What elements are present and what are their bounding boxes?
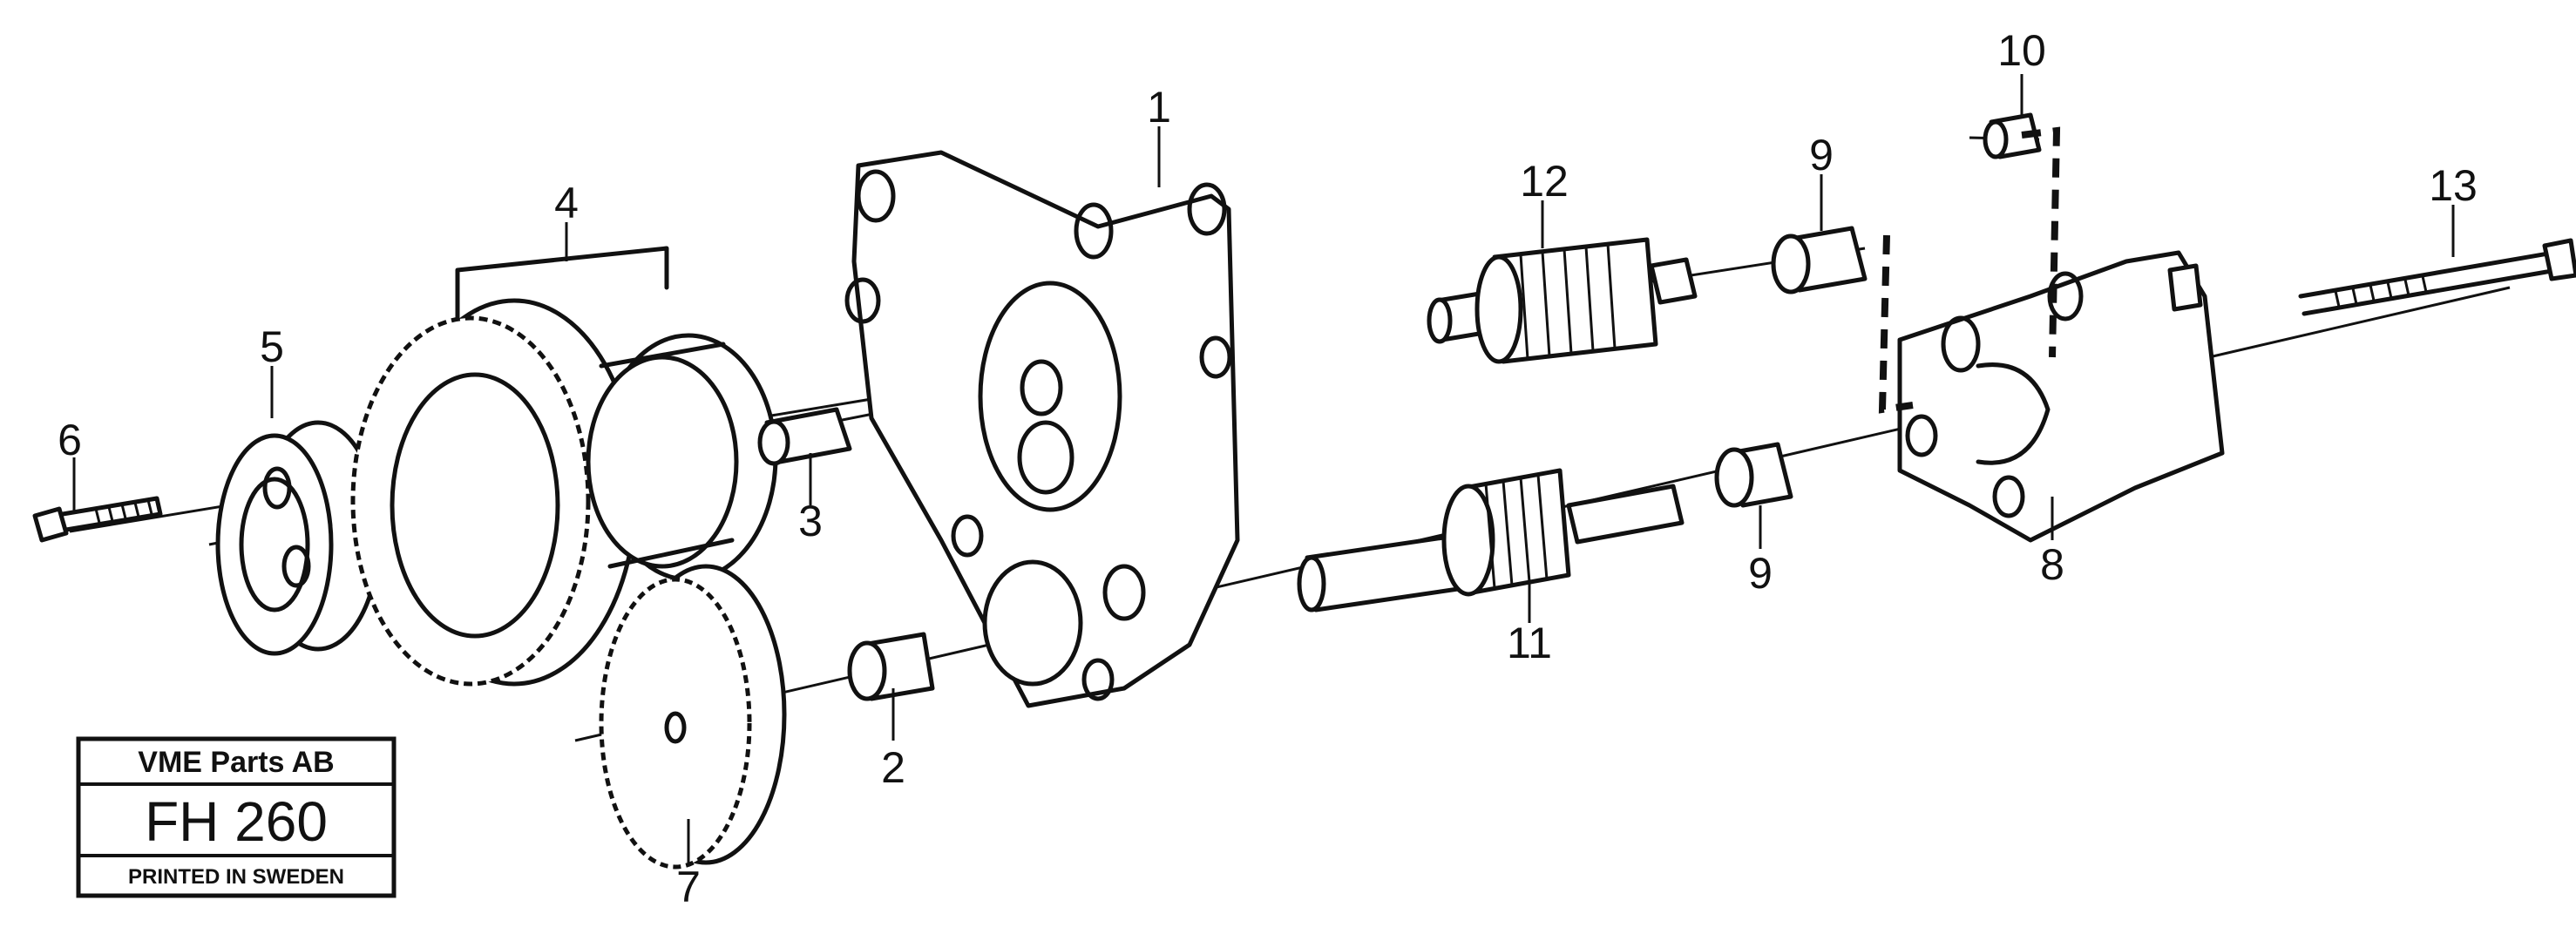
callout-2: 2 <box>881 743 905 792</box>
part-10-pin <box>1983 112 2042 159</box>
callout-11: 11 <box>1507 619 1552 667</box>
part-12-driven-gear <box>1427 237 1698 364</box>
part-5-pulley <box>215 420 382 656</box>
callout-4: 4 <box>554 179 579 227</box>
part-9-bushing-upper <box>1771 226 1868 294</box>
callout-7: 7 <box>676 863 701 911</box>
callout-4-bracket <box>455 246 669 321</box>
part-3-sleeve <box>757 407 852 466</box>
part-1-pump-housing <box>844 150 1240 708</box>
callout-8: 8 <box>2040 540 2064 589</box>
title-block: VME Parts AB FH 260 PRINTED IN SWEDEN <box>76 736 397 898</box>
callout-9-upper: 9 <box>1809 131 1834 179</box>
title-block-company: VME Parts AB <box>138 746 334 779</box>
part-13-long-bolt <box>2298 238 2576 316</box>
assembly-dashed-guides <box>1878 126 2061 414</box>
part-6-bolt <box>32 496 163 543</box>
callout-3: 3 <box>798 497 823 545</box>
part-7-small-gear <box>599 564 787 870</box>
title-block-footer: PRINTED IN SWEDEN <box>128 865 344 889</box>
part-2-bushing <box>847 632 935 701</box>
callout-10: 10 <box>1997 26 2046 75</box>
callout-12: 12 <box>1520 157 1569 206</box>
callout-5: 5 <box>260 322 284 371</box>
callout-9-lower: 9 <box>1748 549 1773 598</box>
part-8-pump-cover <box>1897 250 2225 543</box>
callout-labels: 1 2 3 4 5 6 7 8 9 9 10 11 12 13 <box>58 26 2478 911</box>
callout-leader-lines <box>72 74 2455 863</box>
callout-13: 13 <box>2429 161 2478 210</box>
callout-1: 1 <box>1147 83 1171 132</box>
part-4-gear-set <box>350 298 778 687</box>
part-11-drive-gear <box>1297 468 1685 613</box>
title-block-code: FH 260 <box>145 790 328 853</box>
callout-6: 6 <box>58 416 82 464</box>
part-9-bushing-lower <box>1714 442 1793 508</box>
